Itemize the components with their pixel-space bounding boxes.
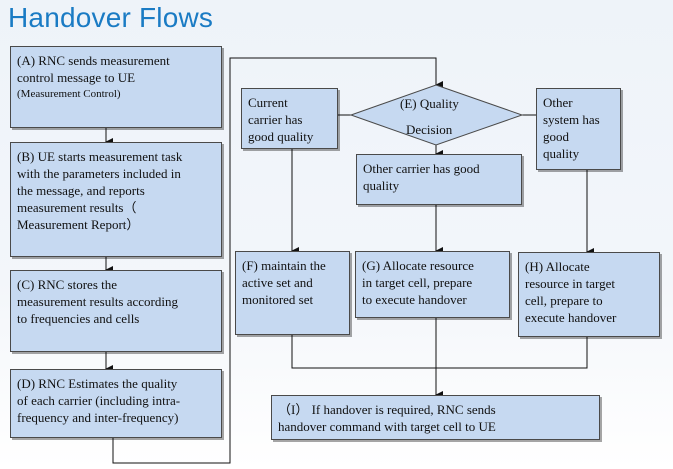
decision-label-2: Decision	[406, 122, 453, 137]
current-carrier-box: Current carrier has good quality	[241, 88, 338, 149]
step-f-box: (F) maintain the active set and monitore…	[235, 251, 350, 335]
decision-diamond	[349, 84, 524, 146]
step-g-box: (G) Allocate resource in target cell, pr…	[355, 251, 510, 318]
step-h-box: (H) Allocate resource in target cell, pr…	[518, 252, 660, 337]
step-d-box: (D) RNC Estimates the quality of each ca…	[10, 369, 222, 438]
step-i-box: （I） If handover is required, RNC sends h…	[271, 395, 600, 440]
step-c-box: (C) RNC stores the measurement results a…	[10, 270, 222, 352]
decision-label-1: (E) Quality	[400, 96, 459, 111]
merge-from-f	[291, 335, 588, 369]
other-carrier-box: Other carrier has good quality	[356, 154, 522, 205]
step-a-box: (A) RNC sends measurement control messag…	[10, 46, 222, 128]
other-system-box: Other system has good quality	[536, 88, 621, 170]
arrow-d-to-decision	[112, 57, 443, 464]
step-b-box: (B) UE starts measurement task with the …	[10, 142, 222, 257]
page-title: Handover Flows	[8, 2, 214, 33]
